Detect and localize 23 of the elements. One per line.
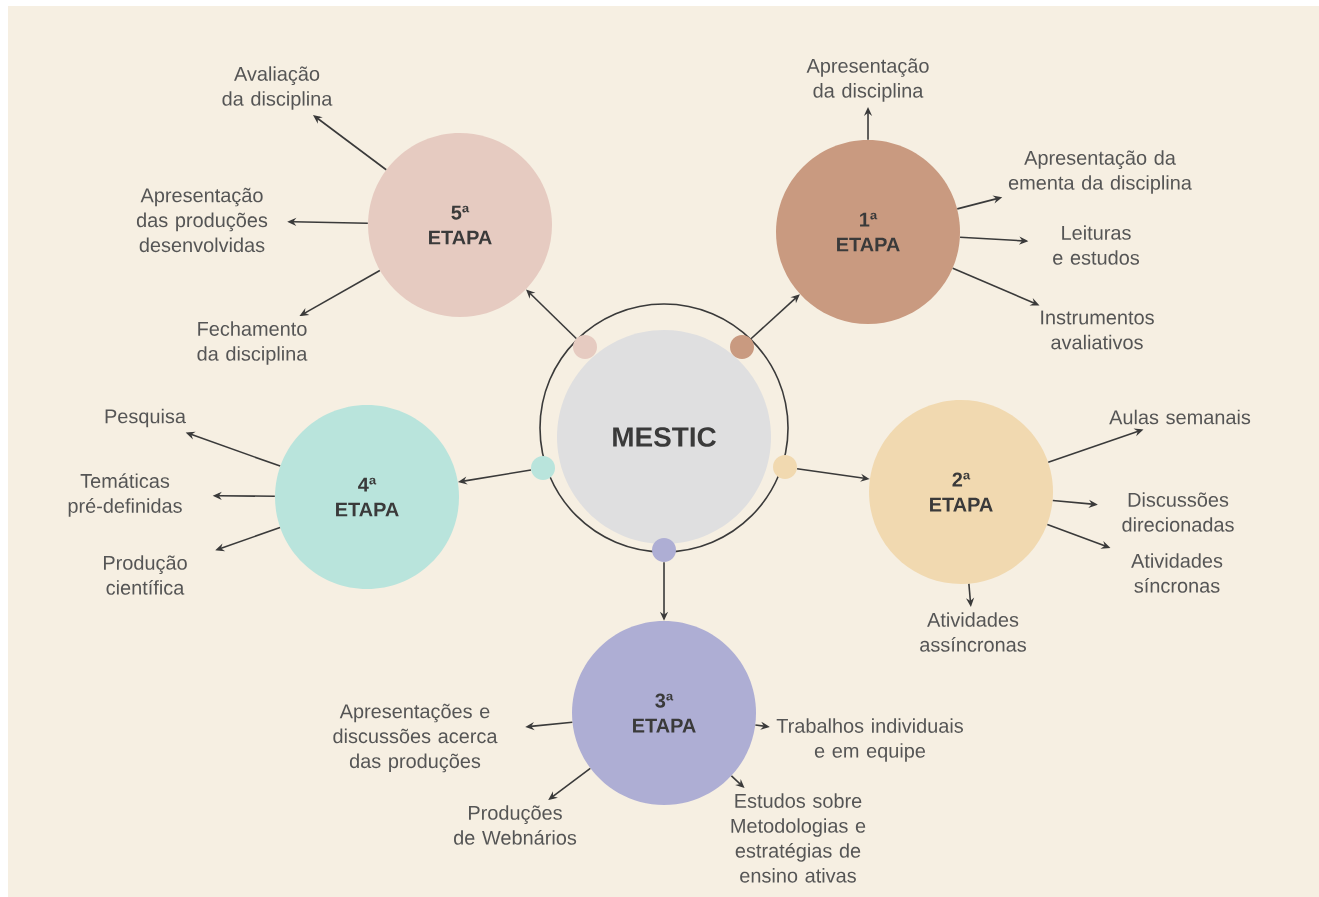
topic-text: Aulas semanais [1109,409,1251,425]
topic-text: Pesquisa [105,408,186,428]
topic-text: Trabalhos individuais e em equipe [776,718,963,762]
topic-text: Fechamento da disciplina [197,321,308,365]
topic-text: Apresentação das produções desenvolvidas [136,187,268,253]
arrow [750,294,800,340]
topic-text: Atividades assíncronas [920,612,1026,652]
arrow [526,289,578,340]
topic-text: Atividades síncronas [1131,553,1223,593]
connector-dot [773,455,797,479]
topic-text: Produção científica [104,555,187,595]
connector-dot [652,538,676,562]
topic-text: Instrumentos avaliativos [1041,310,1154,350]
topic-text: Produções de Webnários [454,805,577,845]
topic-text: Apresentação da disciplina [806,58,929,102]
topic-text: Apresentações e discussões acerca das produções [333,703,498,773]
topic-text: Temáticas pré-definidas [68,473,182,517]
topic-text: Apresentação da ementa da disciplina [1008,150,1192,194]
ring [539,303,789,553]
topic-text: Discussões direcionadas [1122,492,1234,532]
connector-dot [531,456,555,480]
topic-text: Leituras e estudos [1053,225,1140,265]
topic-text: Avaliação da disciplina [222,66,333,110]
